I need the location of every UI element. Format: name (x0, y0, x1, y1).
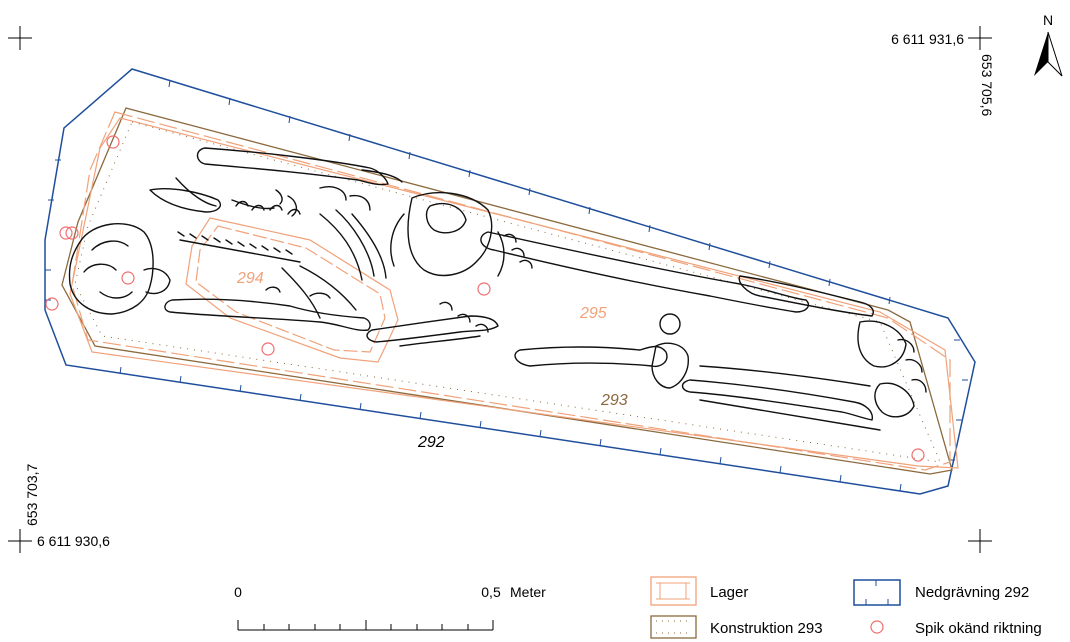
scale-unit-label: Meter (510, 584, 546, 600)
feature-label-295: 295 (579, 305, 607, 322)
legend-konstruktion-label: Konstruktion 293 (710, 620, 823, 637)
skeleton-drawing (68, 147, 927, 431)
spik-marker (65, 226, 79, 240)
svg-text:N: N (1043, 12, 1053, 28)
konstruktion-293-inner (74, 121, 941, 463)
corner-crosses (8, 26, 992, 553)
legend: Lager Konstruktion 293 Nedgrävning 292 S… (650, 576, 1042, 639)
coord-right-vertical: 653 705,6 (979, 54, 995, 116)
spik-marker (59, 226, 73, 240)
spik-marker (106, 135, 120, 149)
legend-spik-icon (870, 620, 884, 634)
legend-lager-label: Lager (710, 584, 748, 601)
coord-left-vertical: 653 703,7 (24, 464, 40, 526)
scale-end-label: 0,5 (481, 584, 501, 600)
scale-start-label: 0 (234, 584, 242, 600)
legend-konstruktion-swatch (650, 615, 697, 639)
feature-label-292: 292 (417, 434, 445, 451)
coord-top-right: 6 611 931,6 (891, 31, 964, 47)
spik-marker (45, 297, 59, 311)
legend-nedgravning-label: Nedgrävning 292 (915, 584, 1029, 601)
nedgravning-292-outline (44, 68, 976, 495)
spik-marker (911, 448, 925, 462)
spik-marker (121, 271, 135, 285)
lager-outlines (69, 111, 959, 471)
scale-bar: 0 0,5 Meter (234, 584, 546, 631)
spik-marker (477, 282, 491, 296)
coord-bottom-left: 6 611 930,6 (37, 533, 110, 549)
nedgravning-ticks (45, 79, 968, 492)
legend-lager-swatch (650, 576, 697, 606)
north-arrow-icon: N (1034, 12, 1063, 77)
feature-label-294: 294 (236, 270, 264, 287)
legend-spik-label: Spik okänd riktning (915, 620, 1042, 637)
spik-marker (261, 342, 275, 356)
legend-nedgravning-swatch (853, 579, 901, 606)
spik-markers (45, 135, 925, 462)
feature-label-293: 293 (600, 392, 628, 409)
konstruktion-293-outline (61, 107, 953, 475)
